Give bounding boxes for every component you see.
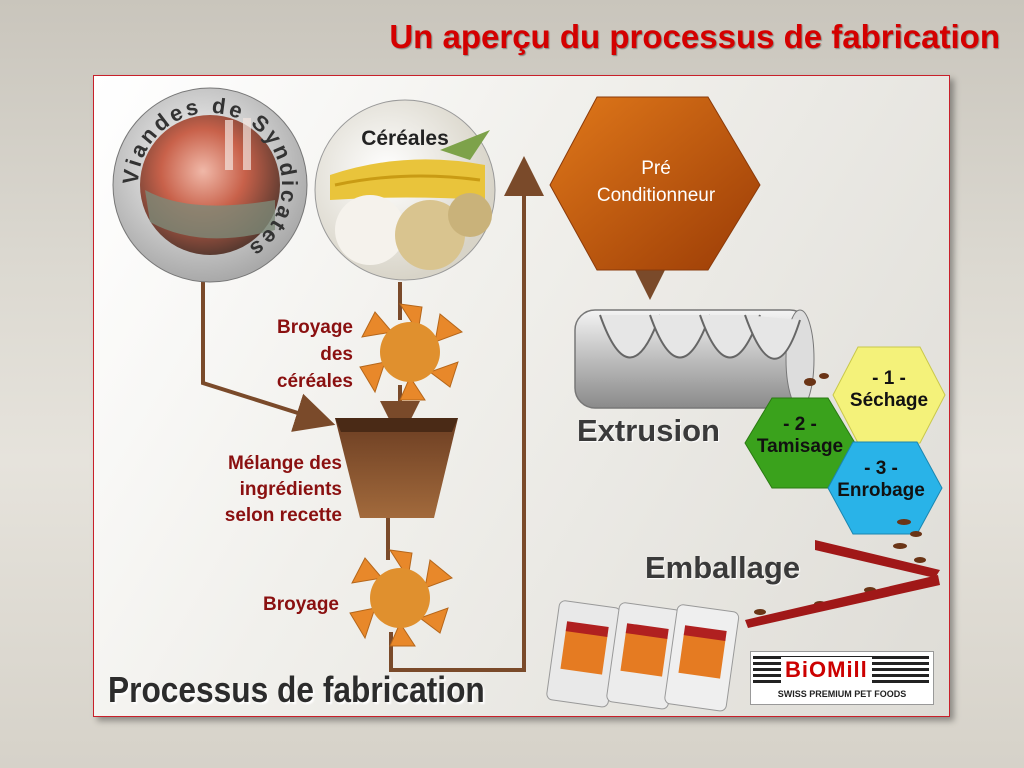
cereal-grinding-line-2: des (320, 344, 353, 365)
packaging-bags-icon (546, 600, 740, 712)
extrusion-screw-icon (574, 309, 815, 409)
page-title: Un aperçu du processus de fabrication (389, 18, 1000, 55)
preconditioner-line-2: Conditionneur (596, 185, 716, 206)
grinder-icon (349, 549, 453, 647)
mixer-hopper-icon (335, 418, 458, 518)
step-sieving-name: Tamisage (756, 436, 844, 457)
step-coating-name: Enrobage (837, 480, 925, 501)
step-sieving-label: - 2 - Tamisage (740, 414, 860, 458)
mixing-line-2: ingrédients (239, 479, 342, 500)
step-sieving-number: - 2 - (783, 414, 817, 435)
logo-name: BiOMill (781, 657, 872, 683)
cereal-grinding-label: Broyage des céréales (200, 314, 353, 395)
conveyor-icon (745, 540, 940, 628)
preconditioner-label: Pré Conditionneur (556, 155, 756, 209)
preconditioner-line-1: Pré (641, 158, 671, 179)
cereals-label: Céréales (361, 127, 449, 150)
step-drying-label: - 1 - Séchage (829, 368, 949, 412)
biomill-logo: BiOMill SWISS PREMIUM PET FOODS (750, 651, 934, 705)
extrusion-label: Extrusion (577, 413, 720, 448)
grinder-to-preconditioner-arrow (389, 156, 544, 672)
packaging-label: Emballage (645, 550, 801, 585)
step-drying-name: Séchage (849, 390, 929, 411)
diagram-title: Processus de fabrication (108, 669, 485, 710)
cereal-grinding-line-3: céréales (276, 371, 353, 392)
meat-ingredient-icon: Viandes de Syndicates (112, 87, 308, 283)
cereals-ingredient-icon (314, 99, 496, 281)
cereal-grinder-icon (359, 303, 463, 401)
mixing-line-1: Mélange des (227, 453, 342, 474)
step-drying-number: - 1 - (872, 368, 906, 389)
logo-tagline: SWISS PREMIUM PET FOODS (777, 689, 907, 699)
step-coating-number: - 3 - (864, 458, 898, 479)
grinding-label: Broyage (262, 594, 339, 615)
mixing-line-3: selon recette (224, 505, 342, 526)
step-hexagon-drying (832, 346, 946, 444)
preconditioner-hexagon (549, 96, 761, 271)
cereal-grinding-line-1: Broyage (276, 317, 353, 338)
mixing-label: Mélange des ingrédients selon recette (160, 451, 342, 529)
step-coating-label: - 3 - Enrobage (821, 458, 941, 502)
meat-to-mixer-arrow (201, 282, 336, 432)
